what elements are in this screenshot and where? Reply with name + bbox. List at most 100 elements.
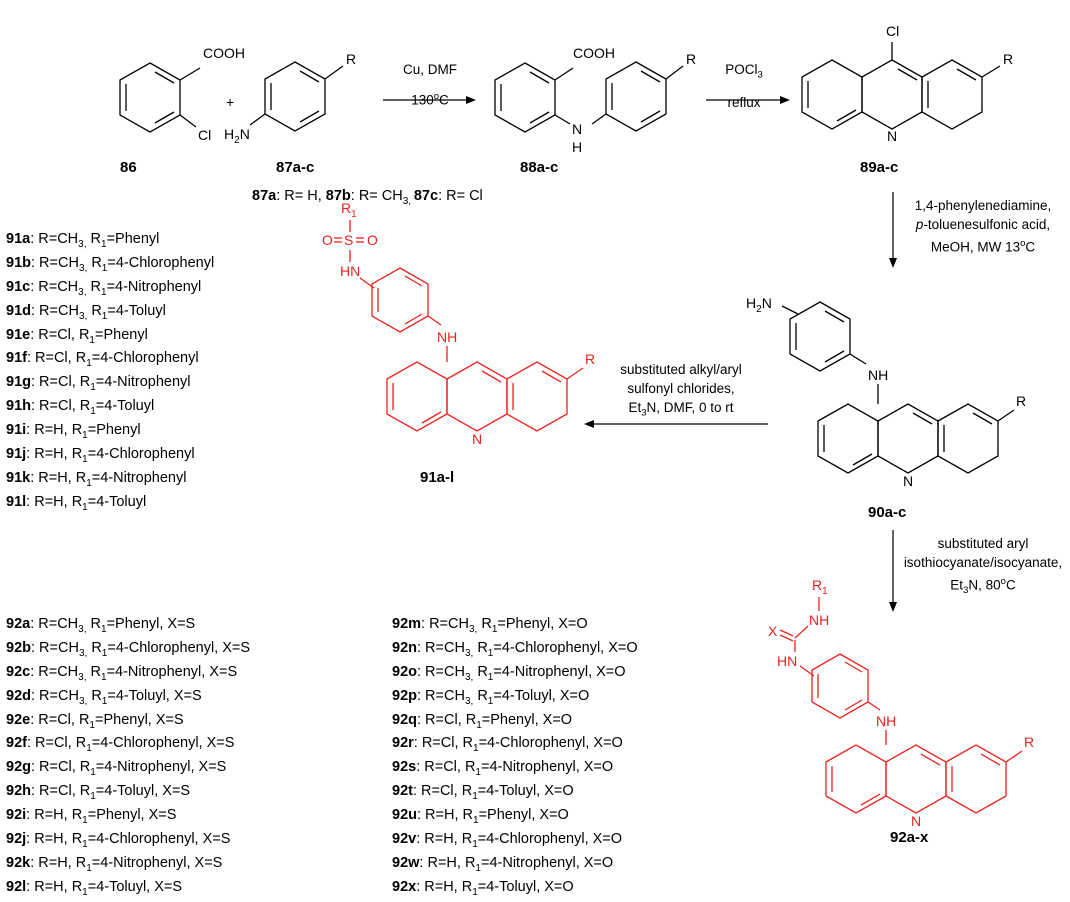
label-90: 90a-c xyxy=(868,504,906,521)
compound-list-91: 91a: R=CH3, R1=Phenyl 91b: R=CH3, R1=4-Ch… xyxy=(6,230,214,517)
atom-hn-91: HN xyxy=(340,263,360,279)
label-86: 86 xyxy=(120,159,137,176)
list-item: 92p: R=CH3, R1=4-Toluyl, X=O xyxy=(392,687,590,707)
list-item: 91e: R=Cl, R1=Phenyl xyxy=(6,326,148,346)
label-89: 89a-c xyxy=(860,159,898,176)
structure-87: R H2N xyxy=(224,51,356,146)
list-item: 91a: R=CH3, R1=Phenyl xyxy=(6,231,160,250)
list-item: 91k: R=H, R1=4-Nitrophenyl xyxy=(6,469,187,489)
list-item: 92d: R=CH3, R1=4-Toluyl, X=S xyxy=(6,687,202,707)
conditions-step5: substituted aryl isothiocyanate/isocyana… xyxy=(898,534,1068,600)
cond2-reagent: POCl3 xyxy=(725,62,763,81)
cond4-line2: sulfonyl chlorides, xyxy=(627,381,735,396)
conditions-step3: 1,4-phenylenediamine, p-toluenesulfonic … xyxy=(898,196,1068,257)
atom-o-right-91: O xyxy=(367,232,378,248)
cond5-line3: Et3N, 80oC xyxy=(950,576,1016,597)
list-item: 92o: R=CH3, R1=4-Nitrophenyl, X=O xyxy=(392,663,626,683)
atom-r-92: R xyxy=(1024,734,1034,750)
list-item: 92u: R=H, R1=Phenyl, X=O xyxy=(392,807,569,827)
cond5-line1: substituted aryl xyxy=(937,536,1029,551)
label-91: 91a-l xyxy=(420,469,454,486)
atom-nh-91: NH xyxy=(437,329,457,345)
cond5-line2: isothiocyanate/isocyanate, xyxy=(903,555,1063,570)
atom-n-89: N xyxy=(887,128,897,144)
atom-x-92: X xyxy=(768,623,778,639)
list-item: 92e: R=Cl, R1=Phenyl, X=S xyxy=(6,711,184,731)
atom-n-92: N xyxy=(911,813,921,829)
atom-cooh: COOH xyxy=(203,45,245,61)
atom-hn-92: HN xyxy=(777,653,797,669)
list-item: 92l: R=H, R1=4-Toluyl, X=S xyxy=(6,878,183,898)
label-92: 92a-x xyxy=(890,829,929,846)
cond3-line3: MeOH, MW 13oC xyxy=(930,238,1036,255)
atom-r1-92: R1 xyxy=(812,577,828,597)
compound-list-92-oxo: 92m: R=CH3, R1=Phenyl, X=O 92n: R=CH3, R1… xyxy=(392,615,638,902)
list-item: 91l: R=H, R1=4-Toluyl xyxy=(6,493,147,513)
plus-sign: + xyxy=(226,94,234,110)
atom-cl-89: Cl xyxy=(886,23,899,39)
atom-r-89: R xyxy=(1003,51,1013,67)
atom-cl: Cl xyxy=(198,127,211,143)
structure-91: R1 O S O HN NH R N xyxy=(322,200,595,447)
list-item: 91f: R=Cl, R1=4-Chlorophenyl xyxy=(6,350,199,370)
list-item: 91j: R=H, R1=4-Chlorophenyl xyxy=(6,446,195,465)
conditions-step1: Cu, DMF 130oC xyxy=(380,60,480,110)
list-item: 92a: R=CH3, R1=Phenyl, X=S xyxy=(6,616,196,635)
list-item: 92b: R=CH3, R1=4-Chlorophenyl, X=S xyxy=(6,639,251,659)
cond2-reflux: reflux xyxy=(727,94,761,110)
list-item: 92i: R=H, R1=Phenyl, X=S xyxy=(6,807,177,827)
atom-h2n-90: H2N xyxy=(746,295,772,315)
atom-r-90: R xyxy=(1016,393,1026,409)
list-item: 92m: R=CH3, R1=Phenyl, X=O xyxy=(392,616,588,635)
list-item: 92h: R=Cl, R1=4-Toluyl, X=S xyxy=(6,783,191,803)
cond3-line2: p-toluenesulfonic acid, xyxy=(915,217,1051,232)
cond3-line1: 1,4-phenylenediamine, xyxy=(914,198,1052,213)
list-item: 92s: R=Cl, R1=4-Nitrophenyl, X=O xyxy=(392,759,614,779)
list-item: 92t: R=Cl, R1=4-Toluyl, X=O xyxy=(392,783,574,803)
compound-list-92-thio: 92a: R=CH3, R1=Phenyl, X=S 92b: R=CH3, R1… xyxy=(6,615,250,902)
atom-n-90: N xyxy=(903,473,913,489)
cond4-line1: substituted alkyl/aryl xyxy=(620,362,742,377)
cond4-line3: Et3N, DMF, 0 to rt xyxy=(628,400,734,419)
atom-o-left-91: O xyxy=(322,232,333,248)
atom-nh-92: NH xyxy=(876,713,896,729)
list-item: 91c: R=CH3, R1=4-Nitrophenyl xyxy=(6,278,202,298)
cond1-reagents: Cu, DMF xyxy=(403,62,457,77)
list-item: 92k: R=H, R1=4-Nitrophenyl, X=S xyxy=(6,854,223,874)
list-item: 92w: R=H, R1=4-Nitrophenyl, X=O xyxy=(392,854,614,874)
list-item: 91d: R=CH3, R1=4-Toluyl xyxy=(6,302,166,322)
list-item: 92f: R=Cl, R1=4-Chlorophenyl, X=S xyxy=(6,735,235,755)
atom-cooh-88: COOH xyxy=(573,45,615,61)
list-item: 91g: R=Cl, R1=4-Nitrophenyl xyxy=(6,374,191,394)
atom-s-91: S xyxy=(344,232,353,248)
substituents-87: 87a: R= H, 87b: R= CH3, 87c: R= Cl xyxy=(252,188,483,207)
conditions-step4: substituted alkyl/aryl sulfonyl chloride… xyxy=(596,360,766,423)
list-item: 92x: R=H, R1=4-Toluyl, X=O xyxy=(392,878,574,898)
atom-r-91: R xyxy=(585,351,595,367)
atom-r-88: R xyxy=(686,51,696,67)
structure-86: COOH Cl xyxy=(119,45,245,143)
atom-h-88: H xyxy=(572,139,582,155)
list-item: 92j: R=H, R1=4-Chlorophenyl, X=S xyxy=(6,831,231,850)
atom-nh-top-92: NH xyxy=(809,612,829,628)
atom-r: R xyxy=(346,51,356,67)
atom-n-91: N xyxy=(472,431,482,447)
list-item: 92q: R=Cl, R1=Phenyl, X=O xyxy=(392,711,573,731)
list-item: 92n: R=CH3, R1=4-Chlorophenyl, X=O xyxy=(392,639,638,659)
label-87: 87a-c xyxy=(276,159,314,176)
structure-92: R1 NH X HN NH R N xyxy=(768,577,1034,829)
atom-nh-90: NH xyxy=(868,367,888,383)
structure-88: COOH N H R xyxy=(494,45,696,155)
list-item: 91i: R=H, R1=Phenyl xyxy=(6,422,141,442)
atom-n-88: N xyxy=(572,121,582,137)
conditions-step2: POCl3 reflux xyxy=(704,60,784,112)
list-item: 92v: R=H, R1=4-Chlorophenyl, X=O xyxy=(392,831,623,850)
cond1-temp: 130oC xyxy=(411,91,449,108)
structure-89: Cl R N xyxy=(801,23,1013,144)
list-item: 91h: R=Cl, R1=4-Toluyl xyxy=(6,398,155,418)
label-88: 88a-c xyxy=(520,159,558,176)
list-item: 91b: R=CH3, R1=4-Chlorophenyl xyxy=(6,254,215,274)
atom-h2n: H2N xyxy=(224,126,250,146)
list-item: 92c: R=CH3, R1=4-Nitrophenyl, X=S xyxy=(6,663,238,683)
list-item: 92g: R=Cl, R1=4-Nitrophenyl, X=S xyxy=(6,759,227,779)
